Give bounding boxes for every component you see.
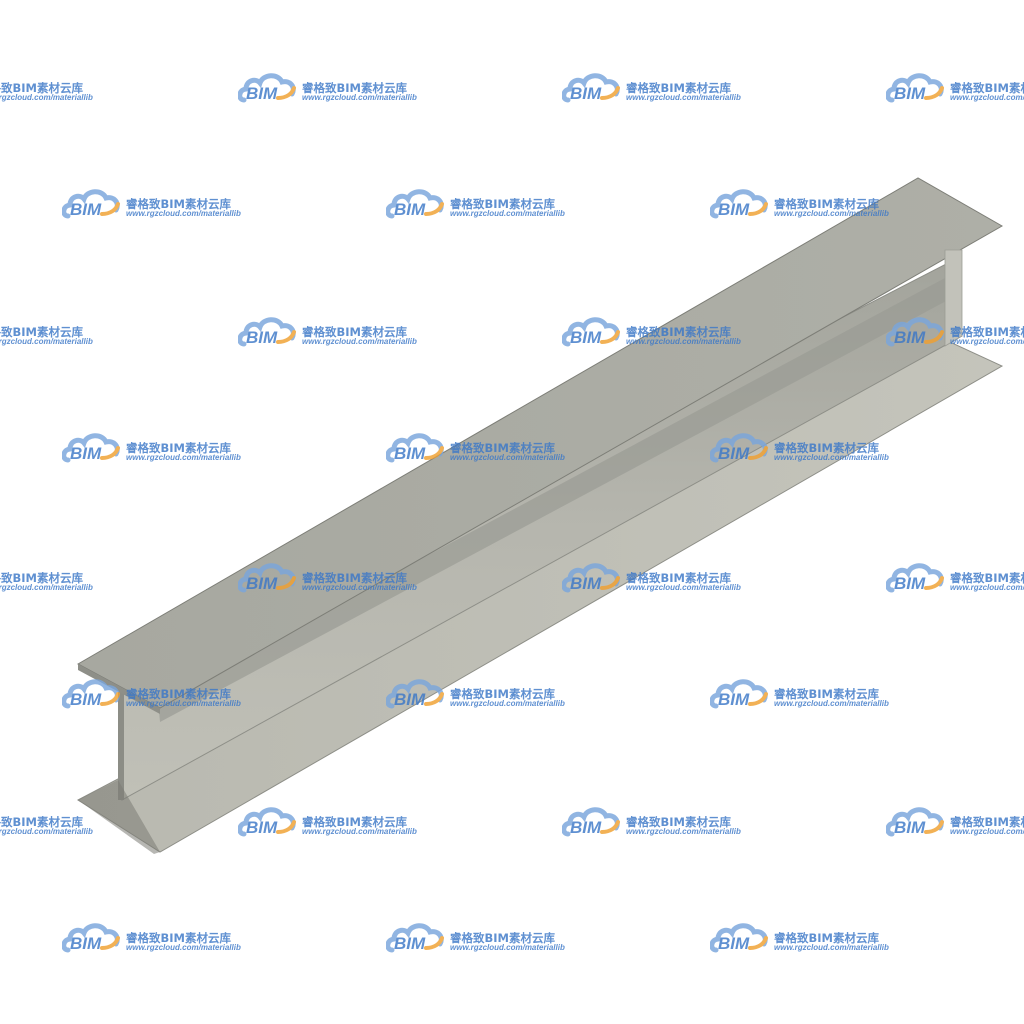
- web-shadow: [158, 278, 948, 722]
- top-flange: [76, 177, 1004, 709]
- bottom-flange-end: [78, 780, 160, 854]
- web-right-end: [944, 249, 963, 347]
- web-end: [118, 690, 124, 800]
